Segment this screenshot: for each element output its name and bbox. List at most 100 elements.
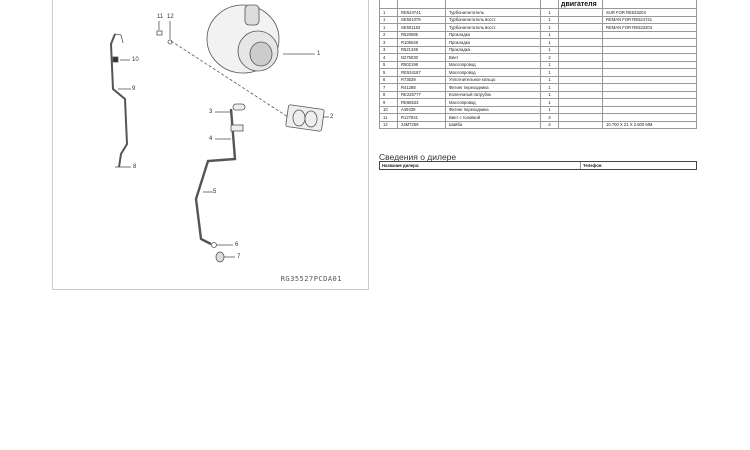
callout-1: 1 [317, 51, 321, 57]
table-cell [602, 38, 697, 47]
table-cell: Прокладка [445, 38, 541, 47]
table-cell [602, 98, 697, 107]
table-cell: N275030 [397, 53, 446, 62]
table-cell: 3 [379, 45, 398, 54]
table-cell: RE534187 [397, 68, 446, 77]
table-cell: R73539 [397, 75, 446, 84]
table-cell [602, 30, 697, 39]
table-cell: Прокладка [445, 30, 541, 39]
table-cell: Турбонагнетатель [445, 8, 541, 17]
table-cell: 1 [540, 98, 559, 107]
table-cell: RE524741 [397, 8, 446, 17]
table-cell: 10 [379, 105, 398, 114]
table-cell: R520685 [397, 30, 446, 39]
table-cell: 4 [540, 120, 559, 129]
callout-8: 8 [133, 164, 137, 170]
table-cell: Турбонагнетатель восст. [445, 23, 541, 32]
dealer-name-label: Название дилера: [380, 162, 581, 169]
header-cell [397, 0, 446, 9]
table-cell [558, 8, 603, 17]
dealer-info-box: Название дилера: Телефон: [379, 161, 697, 170]
table-cell: 4 [379, 53, 398, 62]
table-cell: R105548 [397, 38, 446, 47]
callout-9: 9 [132, 86, 136, 92]
table-cell: Маслопровод [445, 98, 541, 107]
table-cell [602, 60, 697, 69]
table-cell: 24M7259 [397, 120, 446, 129]
table-cell: 3 [379, 38, 398, 47]
table-cell [558, 120, 603, 129]
figure-id: RG35527PCDA01 [280, 275, 342, 283]
table-cell: 12 [379, 120, 398, 129]
header-cell [540, 0, 559, 9]
table-cell: 1 [540, 83, 559, 92]
table-cell: 1 [379, 23, 398, 32]
header-cell-engine: двигателя [558, 0, 603, 9]
table-cell: 10.700 X 21 X 2.500 MM [602, 120, 697, 129]
table-cell: REMAN FOR RE533204 [602, 23, 697, 32]
table-cell: 1 [540, 68, 559, 77]
table-cell [602, 113, 697, 122]
table-cell [558, 83, 603, 92]
table-cell [602, 53, 697, 62]
table-cell [558, 45, 603, 54]
callout-6: 6 [235, 242, 239, 248]
table-cell: 11 [379, 113, 398, 122]
table-cell: RE66533 [397, 98, 446, 107]
table-cell [558, 60, 603, 69]
table-cell: RE226777 [397, 90, 446, 99]
table-cell: 1 [540, 8, 559, 17]
table-cell: R502198 [397, 60, 446, 69]
table-cell [558, 90, 603, 99]
table-cell: R521349 [397, 45, 446, 54]
table-cell [558, 30, 603, 39]
table-cell: 1 [379, 8, 398, 17]
table-cell [558, 98, 603, 107]
table-cell [602, 105, 697, 114]
table-cell: Уплотнительное кольцо [445, 75, 541, 84]
table-cell: SE501163 [397, 23, 446, 32]
table-cell: Винт [445, 53, 541, 62]
table-cell: 2 [379, 30, 398, 39]
table-cell: 9 [379, 98, 398, 107]
table-cell: 1 [379, 15, 398, 24]
table-cell [602, 68, 697, 77]
table-cell: 6 [379, 75, 398, 84]
callout-3: 3 [209, 109, 213, 115]
table-cell: Фитинг переходника [445, 83, 541, 92]
callout-5: 5 [213, 189, 217, 195]
table-cell: Прокладка [445, 45, 541, 54]
table-cell: Фитинг переходника [445, 105, 541, 114]
table-cell: 2 [540, 53, 559, 62]
turbocharger-illustration [109, 4, 329, 263]
callout-2: 2 [330, 114, 334, 120]
table-cell [558, 105, 603, 114]
table-cell: 1 [540, 45, 559, 54]
table-cell: Шайба [445, 120, 541, 129]
dealer-section-title: Сведения о дилере [379, 152, 457, 162]
table-cell: Винт с головкой [445, 113, 541, 122]
callout-7: 7 [237, 254, 241, 260]
table-cell: SUR FOR RE533204 [602, 8, 697, 17]
table-cell: 8 [379, 90, 398, 99]
table-cell: Маслопровод [445, 60, 541, 69]
header-cell [379, 0, 398, 9]
table-cell [558, 53, 603, 62]
table-cell [558, 15, 603, 24]
dealer-phone-label: Телефон: [583, 163, 603, 168]
table-cell [602, 83, 697, 92]
